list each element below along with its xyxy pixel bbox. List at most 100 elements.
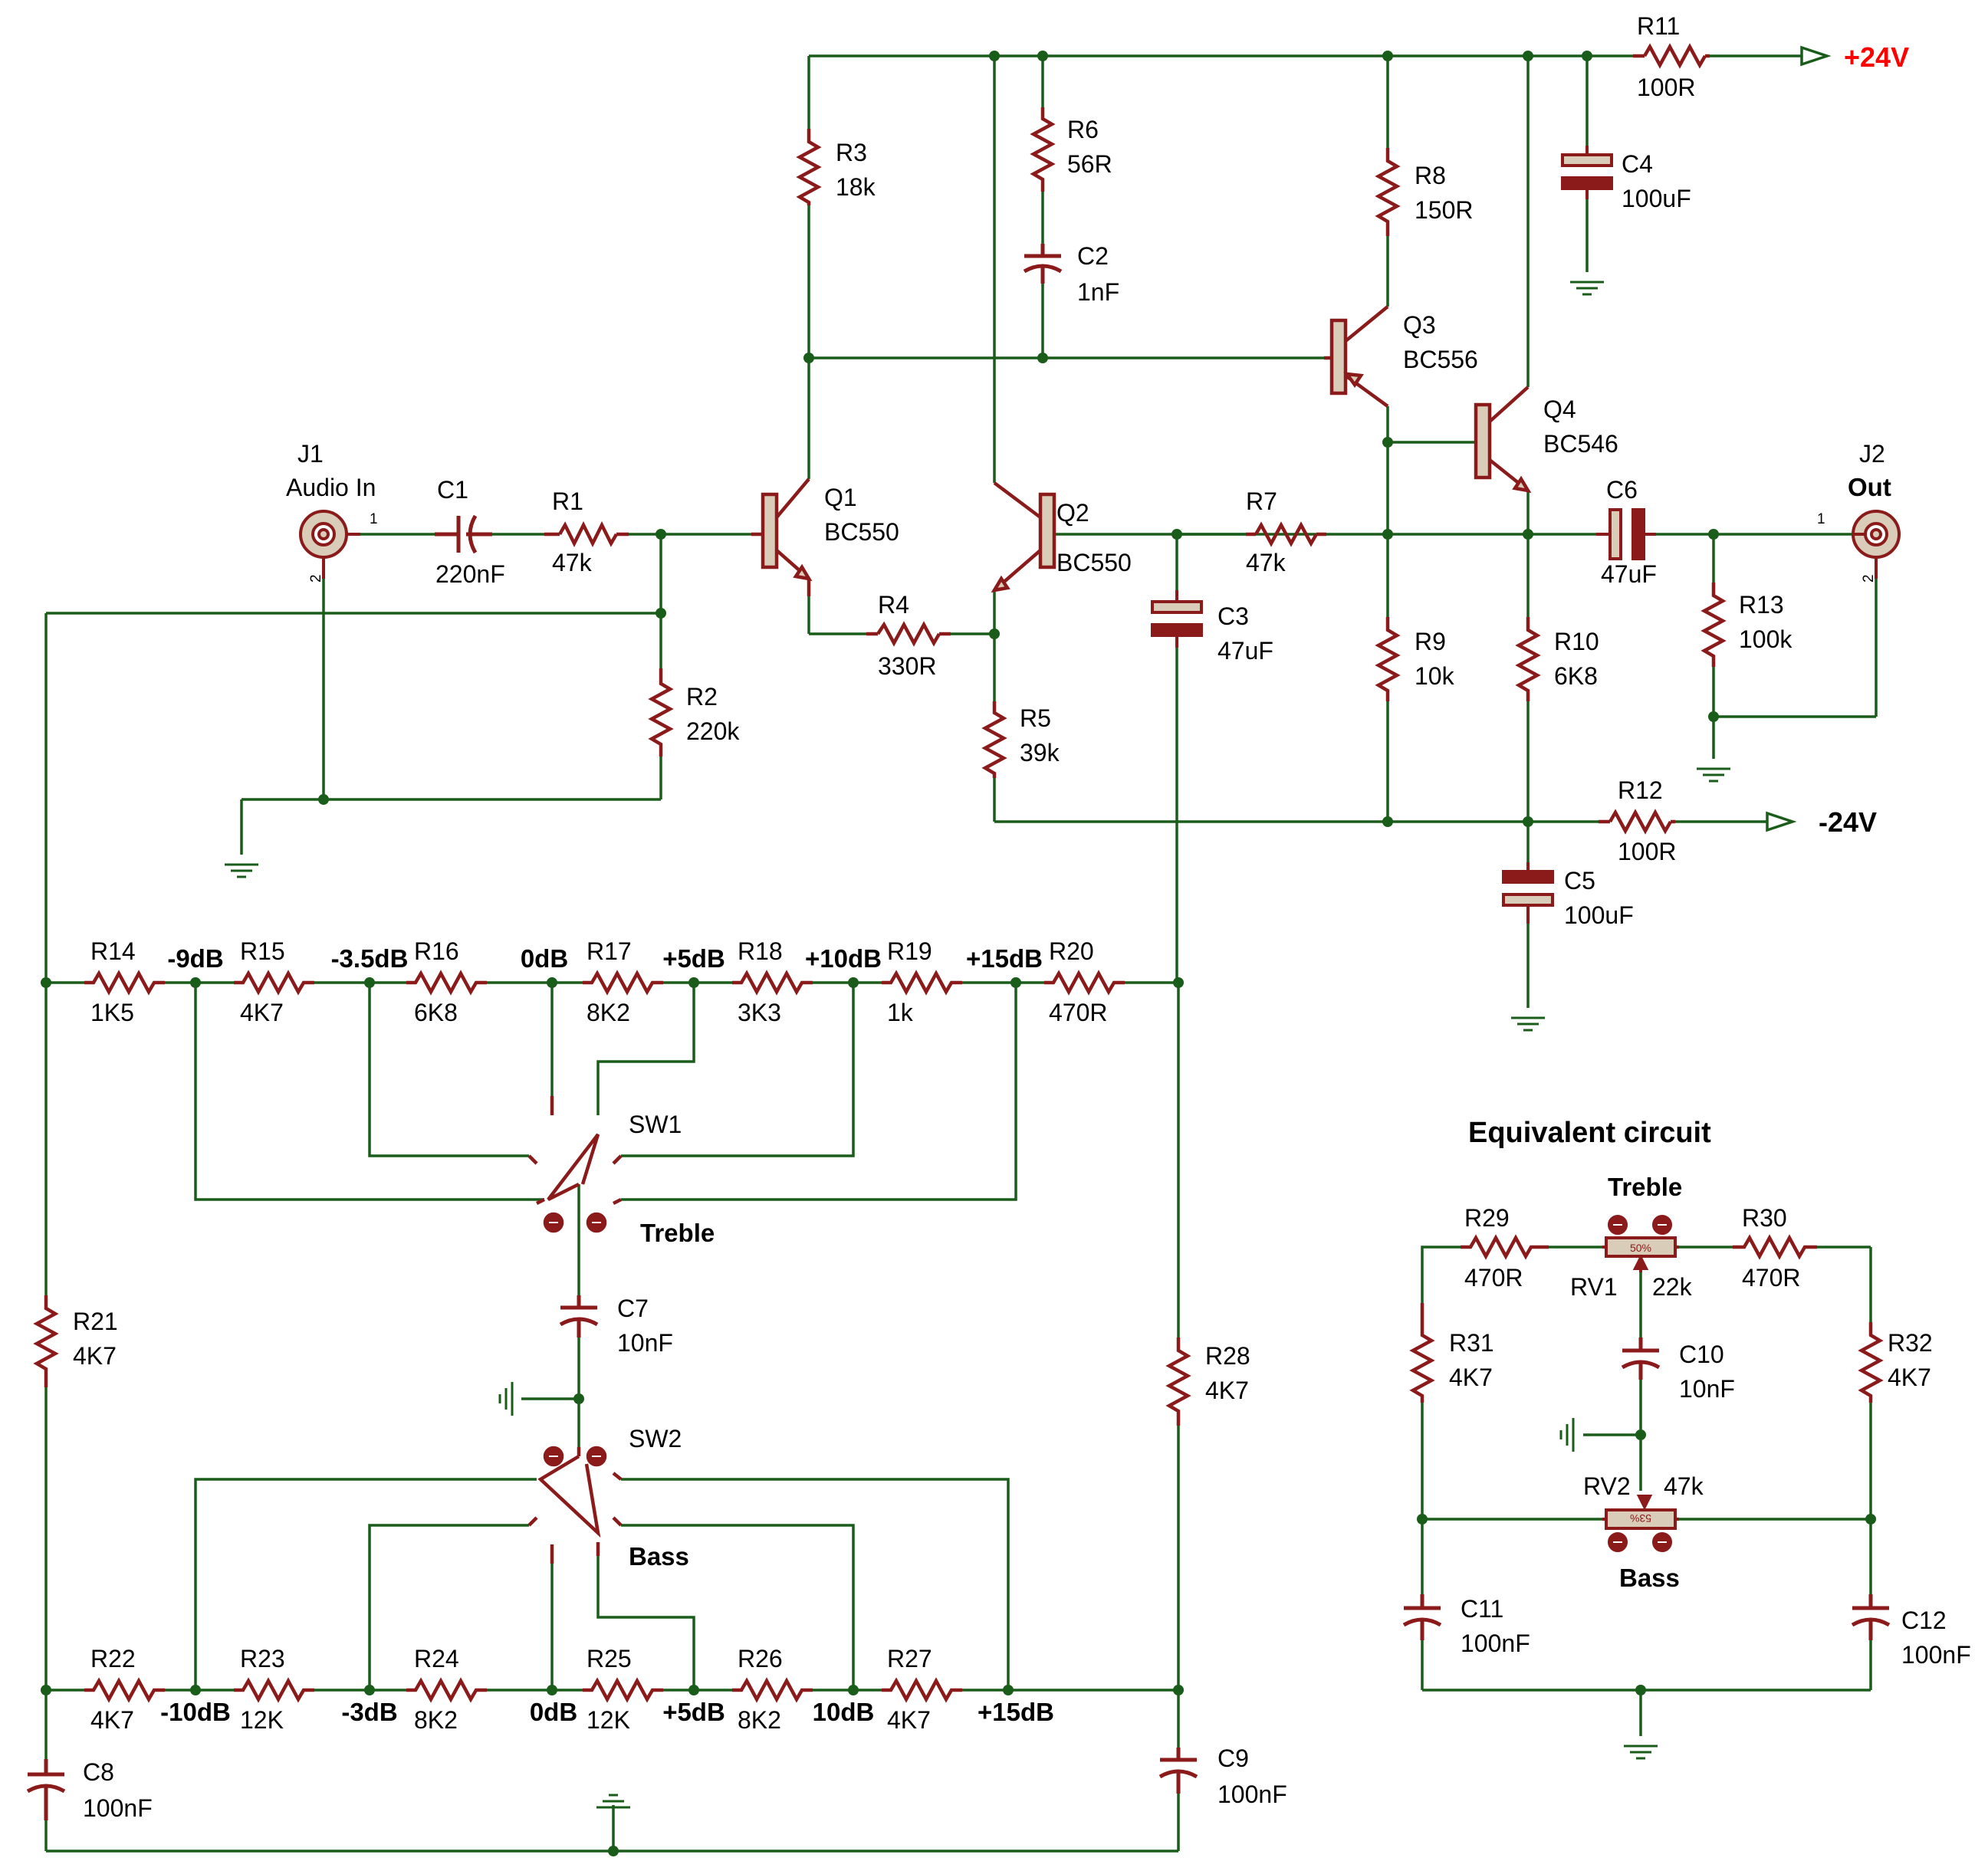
r32-value: 4K7 (1888, 1364, 1931, 1391)
treble-step-6: +15dB (966, 944, 1043, 973)
resistor-r11 (1633, 43, 1710, 69)
transistor-q1 (751, 478, 813, 596)
r4-ref: R4 (878, 591, 909, 619)
q4-value: BC546 (1543, 430, 1618, 458)
rv1-ref: RV1 (1570, 1273, 1618, 1301)
r18-ref: R18 (738, 937, 783, 965)
j1-pin1: 1 (370, 511, 378, 527)
r12-value: 100R (1618, 838, 1677, 865)
sw1-ref: SW1 (629, 1111, 682, 1138)
q3-ref: Q3 (1403, 311, 1436, 339)
r29-ref: R29 (1464, 1204, 1510, 1232)
c9-ref: C9 (1217, 1744, 1249, 1772)
resistor-r16 (406, 970, 487, 996)
capacitor-c6 (1596, 508, 1656, 560)
equivalent-title: Equivalent circuit (1468, 1117, 1711, 1149)
resistor-r22 (84, 1677, 165, 1703)
r26-ref: R26 (738, 1645, 783, 1672)
c1-value: 220nF (435, 560, 505, 588)
capacitor-c2 (1023, 244, 1063, 284)
wires (44, 54, 1878, 1853)
connector-j1-icon[interactable] (299, 510, 360, 579)
sw2-name: Bass (629, 1542, 689, 1571)
c10-value: 10nF (1679, 1375, 1735, 1403)
r15-ref: R15 (240, 937, 285, 965)
r4-value: 330R (878, 652, 937, 680)
junction-dots (41, 51, 1876, 1856)
c6-value: 47uF (1601, 560, 1657, 588)
c12-value: 100nF (1901, 1641, 1971, 1669)
r9-ref: R9 (1415, 628, 1446, 655)
resistor-r8 (1375, 148, 1401, 236)
resistor-r31 (1409, 1322, 1435, 1403)
sw2-ref: SW2 (629, 1425, 682, 1452)
sw1-name: Treble (640, 1219, 715, 1247)
r16-ref: R16 (414, 937, 459, 965)
electrolytic-capacitors (1151, 146, 1656, 924)
r11-ref: R11 (1637, 12, 1680, 40)
rv1-value: 22k (1652, 1273, 1693, 1301)
q4-ref: Q4 (1543, 396, 1576, 423)
c12-ref: C12 (1901, 1607, 1947, 1634)
resistor-r30 (1733, 1234, 1817, 1260)
resistor-r24 (406, 1677, 487, 1703)
ground-icon (1695, 767, 1732, 783)
bass-step-4: +5dB (662, 1698, 725, 1726)
r32-ref: R32 (1888, 1329, 1933, 1357)
capacitors (26, 244, 1891, 1820)
capacitor-c7 (559, 1295, 599, 1337)
resistor-r29 (1461, 1234, 1549, 1260)
r21-value: 4K7 (73, 1342, 117, 1370)
resistor-r1 (544, 520, 629, 548)
connector-j2-icon[interactable] (1852, 510, 1901, 579)
c3-value: 47uF (1217, 637, 1273, 665)
r28-value: 4K7 (1205, 1377, 1249, 1404)
rv2-ref: RV2 (1583, 1472, 1631, 1500)
r6-value: 56R (1067, 150, 1112, 178)
r12-ref: R12 (1618, 776, 1663, 804)
potentiometer-rv1[interactable] (1602, 1215, 1679, 1272)
resistor-r2 (648, 668, 674, 757)
switch-sw2[interactable] (527, 1446, 623, 1564)
r8-value: 150R (1415, 196, 1474, 224)
transistors (751, 305, 1532, 596)
r13-ref: R13 (1739, 591, 1784, 619)
r5-value: 39k (1020, 739, 1060, 766)
c4-ref: C4 (1622, 150, 1653, 178)
resistor-r32 (1858, 1322, 1884, 1403)
resistor-r18 (732, 970, 813, 996)
potentiometer-rv2[interactable] (1602, 1495, 1679, 1552)
resistor-r20 (1044, 970, 1125, 996)
r25-ref: R25 (587, 1645, 632, 1672)
r17-ref: R17 (587, 937, 632, 965)
c11-ref: C11 (1461, 1595, 1503, 1623)
j2-name: Out (1848, 473, 1891, 501)
r9-value: 10k (1415, 662, 1455, 690)
r27-ref: R27 (887, 1645, 932, 1672)
bass-step-1: -10dB (160, 1698, 231, 1726)
resistor-r9 (1375, 617, 1401, 701)
r19-ref: R19 (887, 937, 932, 965)
positive-supply-label: +24V (1844, 41, 1909, 73)
capacitor-c11 (1402, 1594, 1442, 1640)
r27-value: 4K7 (887, 1706, 931, 1734)
r30-value: 470R (1742, 1264, 1801, 1292)
r24-ref: R24 (414, 1645, 459, 1672)
rv2-setting: 53% (1630, 1512, 1651, 1525)
q1-value: BC550 (824, 518, 899, 546)
r10-value: 6K8 (1554, 662, 1598, 690)
r23-ref: R23 (240, 1645, 285, 1672)
negative-supply-label: -24V (1819, 806, 1877, 838)
switch-sw1[interactable] (527, 1096, 623, 1233)
treble-step-3: 0dB (521, 944, 568, 973)
r22-value: 4K7 (90, 1706, 134, 1734)
r5-ref: R5 (1020, 704, 1051, 732)
treble-step-1: -9dB (167, 944, 223, 973)
resistor-r6 (1030, 107, 1056, 192)
r17-value: 8K2 (587, 999, 630, 1026)
resistor-r14 (84, 970, 165, 996)
ground-icon (223, 863, 260, 878)
treble-step-5: +10dB (805, 944, 882, 973)
capacitor-c10 (1621, 1337, 1661, 1380)
j2-ref: J2 (1859, 440, 1885, 468)
